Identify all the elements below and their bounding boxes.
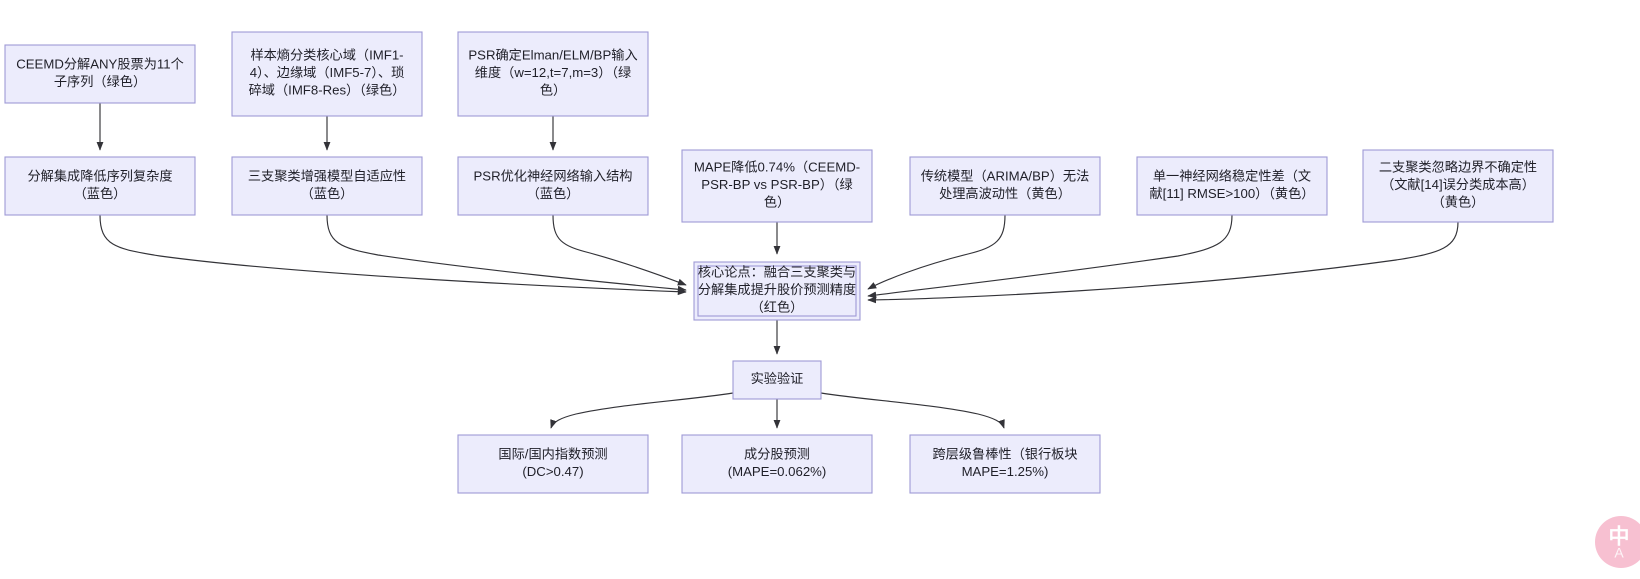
node-single-network-instability[interactable]: 单一神经网络稳定性差（文献[11] RMSE>100）（黄色） [1136, 156, 1328, 216]
node-core-thesis[interactable]: 核心论点：融合三支聚类与分解集成提升股价预测精度（红色） [693, 261, 861, 321]
node-two-way-clustering-limitation[interactable]: 二支聚类忽略边界不确定性（文献[14]误分类成本高）（黄色） [1362, 149, 1554, 223]
node-mape-reduction-box [681, 149, 873, 223]
node-constituent-stock-prediction-box [681, 434, 873, 494]
node-decomposition-reduces-complexity-label: 分解集成降低序列复杂度（蓝色） [27, 169, 172, 202]
node-three-way-clustering-adaptivity[interactable]: 三支聚类增强模型自适应性（蓝色） [231, 156, 423, 216]
node-psr-input-dimension-box [457, 31, 649, 117]
node-three-way-clustering-adaptivity-box [231, 156, 423, 216]
node-three-way-clustering-adaptivity-label: 三支聚类增强模型自适应性（蓝色） [248, 169, 406, 202]
watermark-layer: 中A [1595, 516, 1640, 568]
node-constituent-stock-prediction[interactable]: 成分股预测(MAPE=0.062%) [681, 434, 873, 494]
node-experimental-validation-box [732, 360, 822, 400]
node-mape-reduction[interactable]: MAPE降低0.74%（CEEMD-PSR-BP vs PSR-BP）（绿色） [681, 149, 873, 223]
node-sample-entropy-cluster[interactable]: 样本熵分类核心域（IMF1-4）、边缘域（IMF5-7）、琐碎域（IMF8-Re… [231, 31, 423, 117]
node-cross-level-robustness-box [909, 434, 1101, 494]
node-sample-entropy-cluster-label: 样本熵分类核心域（IMF1-4）、边缘域（IMF5-7）、琐碎域（IMF8-Re… [249, 48, 406, 98]
edge-n6-to-core [552, 214, 687, 286]
node-mape-reduction-label: MAPE降低0.74%（CEEMD-PSR-BP vs PSR-BP）（绿色） [694, 160, 860, 210]
watermark-circle [1595, 516, 1640, 568]
node-index-prediction[interactable]: 国际/国内指数预测(DC>0.47) [457, 434, 649, 494]
node-core-thesis-box [693, 261, 861, 321]
node-core-thesis-inner-box [697, 265, 857, 317]
node-single-network-instability-label: 单一神经网络稳定性差（文献[11] RMSE>100）（黄色） [1149, 169, 1314, 202]
edge-n9-to-core [867, 214, 1233, 299]
node-traditional-models-limitation[interactable]: 传统模型（ARIMA/BP）无法处理高波动性（黄色） [909, 156, 1101, 216]
node-experimental-validation-label: 实验验证 [751, 371, 804, 386]
node-traditional-models-limitation-label: 传统模型（ARIMA/BP）无法处理高波动性（黄色） [921, 169, 1090, 202]
watermark-logo: 中A [1595, 516, 1640, 568]
node-single-network-instability-box [1136, 156, 1328, 216]
node-index-prediction-label: 国际/国内指数预测(DC>0.47) [498, 447, 607, 480]
node-ceemd-decompose[interactable]: CEEMD分解ANY股票为11个子序列（绿色） [4, 44, 196, 104]
node-psr-optimizes-network-input-box [457, 156, 649, 216]
edge-n8-to-core [867, 214, 1006, 290]
node-constituent-stock-prediction-label: 成分股预测(MAPE=0.062%) [728, 447, 827, 480]
node-ceemd-decompose-box [4, 44, 196, 104]
edges-layer [96, 103, 1459, 429]
node-decomposition-reduces-complexity[interactable]: 分解集成降低序列复杂度（蓝色） [4, 156, 196, 216]
node-sample-entropy-cluster-box [231, 31, 423, 117]
edge-n10-to-core [867, 221, 1459, 304]
node-psr-optimizes-network-input-label: PSR优化神经网络输入结构（蓝色） [474, 169, 633, 202]
node-psr-input-dimension[interactable]: PSR确定Elman/ELM/BP输入维度（w=12,t=7,m=3）（绿色） [457, 31, 649, 117]
watermark-sub-glyph: A [1614, 545, 1624, 561]
node-two-way-clustering-limitation-label: 二支聚类忽略边界不确定性（文献[14]误分类成本高）（黄色） [1379, 160, 1537, 210]
edge-n4-to-core [99, 214, 687, 296]
node-decomposition-reduces-complexity-box [4, 156, 196, 216]
edge-exp-to-r1 [550, 392, 734, 429]
node-psr-input-dimension-label: PSR确定Elman/ELM/BP输入维度（w=12,t=7,m=3）（绿色） [468, 48, 637, 98]
node-experimental-validation[interactable]: 实验验证 [732, 360, 822, 400]
node-core-thesis-label: 核心论点：融合三支聚类与分解集成提升股价预测精度（红色） [698, 265, 856, 315]
edge-n5-to-core [326, 214, 687, 293]
watermark-glyph: 中 [1609, 526, 1630, 549]
node-traditional-models-limitation-box [909, 156, 1101, 216]
node-ceemd-decompose-label: CEEMD分解ANY股票为11个子序列（绿色） [16, 57, 184, 90]
node-index-prediction-box [457, 434, 649, 494]
edge-exp-to-r3 [820, 392, 1005, 429]
nodes-layer: CEEMD分解ANY股票为11个子序列（绿色） 样本熵分类核心域（IMF1-4）、… [4, 31, 1554, 494]
node-two-way-clustering-limitation-box [1362, 149, 1554, 223]
node-psr-optimizes-network-input[interactable]: PSR优化神经网络输入结构（蓝色） [457, 156, 649, 216]
